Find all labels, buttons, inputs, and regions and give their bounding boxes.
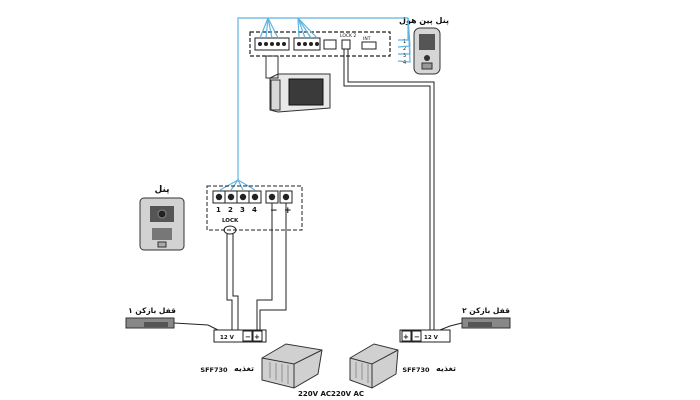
pinhole-panel: پنل پین هول bbox=[399, 16, 449, 75]
left-supply-model: SFF730 bbox=[200, 366, 228, 374]
terminal-num-3: 3 bbox=[240, 206, 245, 214]
lock-terminal-label: LOCK bbox=[222, 218, 239, 224]
pinhole-num-3: 3 bbox=[403, 53, 406, 59]
left-power-supply: تغذیه SFF730 220V AC bbox=[200, 343, 331, 398]
pinhole-panel-title: پنل پین هول bbox=[399, 16, 449, 25]
terminal-minus: − bbox=[270, 206, 278, 216]
left-wires bbox=[226, 203, 287, 330]
left-supply-word: تغذیه bbox=[234, 364, 254, 373]
right-power-supply: تغذیه SFF730 220V AC bbox=[331, 343, 456, 398]
terminal-num-1: 1 bbox=[216, 206, 221, 214]
right-supply-body bbox=[349, 343, 399, 389]
monitor-small-connector-b bbox=[341, 39, 351, 50]
monitor-stand-base bbox=[265, 55, 279, 79]
monitor-unit: LOCK 2 INT bbox=[249, 31, 391, 113]
blue-wires bbox=[219, 17, 411, 191]
lock-1-striker bbox=[144, 322, 168, 327]
right-supply-model: SFF730 bbox=[402, 366, 430, 374]
lock-2-label: قفل بازکن ۲ bbox=[462, 306, 510, 315]
door-panel-camera bbox=[157, 209, 167, 219]
left-minus: − bbox=[245, 333, 251, 341]
left-twelve-v: 12 V bbox=[220, 335, 235, 341]
left-supply-body bbox=[261, 343, 323, 389]
lock-2-wire bbox=[439, 322, 463, 331]
monitor-screen bbox=[288, 78, 324, 106]
right-supply-terminal: + − 12 V bbox=[399, 329, 451, 343]
right-supply-word: تغذیه bbox=[436, 364, 456, 373]
monitor-terminal-block-right bbox=[293, 37, 321, 51]
monitor-int-label: INT bbox=[363, 36, 371, 42]
monitor-small-connector-a bbox=[323, 39, 337, 50]
monitor-lock2-label: LOCK 2 bbox=[340, 33, 356, 39]
lock-1-wire bbox=[173, 322, 219, 331]
lock-terminal-loop bbox=[223, 225, 237, 235]
door-panel-button bbox=[157, 241, 167, 248]
right-plus: + bbox=[403, 333, 409, 341]
lock-2: قفل بازکن ۲ bbox=[439, 306, 511, 331]
right-twelve-v: 12 V bbox=[424, 335, 439, 341]
pinhole-call-button bbox=[421, 62, 433, 70]
pinhole-num-1: 1 bbox=[403, 39, 406, 45]
left-plus: + bbox=[254, 333, 260, 341]
lock-1: قفل بازکن ۱ bbox=[125, 306, 219, 331]
pinhole-terminal-numbers: 1 2 3 4 bbox=[403, 39, 406, 66]
pinhole-panel-grille bbox=[419, 34, 435, 50]
door-panel-speaker bbox=[152, 228, 172, 240]
lock-2-striker bbox=[468, 322, 492, 327]
right-supply-ac: 220V AC bbox=[331, 390, 364, 398]
door-panel-title: پنل bbox=[154, 185, 169, 195]
panel-terminal-strip: 1 2 3 4 − + LOCK bbox=[206, 185, 303, 235]
right-minus: − bbox=[414, 333, 420, 341]
door-panel: پنل bbox=[139, 185, 185, 251]
lock2-wires bbox=[343, 49, 435, 330]
monitor-int-connector bbox=[361, 41, 377, 50]
terminal-plus: + bbox=[284, 206, 292, 216]
terminal-num-4: 4 bbox=[252, 206, 257, 214]
lock-1-label: قفل بازکن ۱ bbox=[128, 306, 176, 315]
left-supply-terminal: 12 V − + bbox=[213, 329, 267, 343]
terminal-strip-frame bbox=[206, 185, 303, 231]
pinhole-camera bbox=[424, 55, 430, 61]
pinhole-num-2: 2 bbox=[403, 46, 406, 52]
terminal-num-2: 2 bbox=[228, 206, 233, 214]
monitor-handset bbox=[270, 79, 281, 111]
left-supply-ac: 220V AC bbox=[298, 390, 331, 398]
monitor-terminal-block-left bbox=[254, 37, 290, 51]
pinhole-num-4: 4 bbox=[403, 60, 406, 66]
